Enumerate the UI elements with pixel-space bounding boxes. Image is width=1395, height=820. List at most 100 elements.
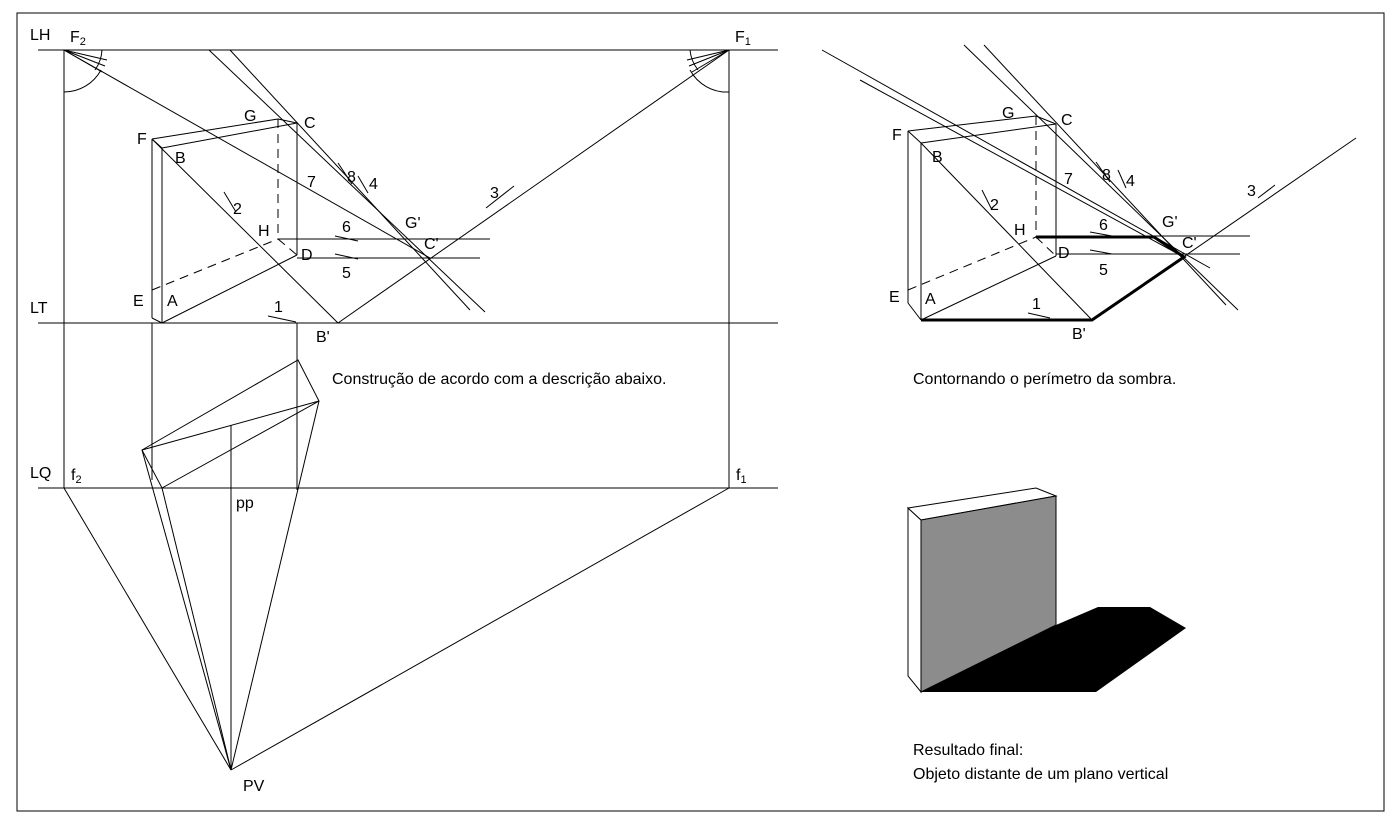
ray-line (821, 49, 1211, 269)
tick-mark (334, 235, 359, 242)
tick-mark (1095, 161, 1111, 183)
ray-number-3: 3 (1247, 183, 1256, 200)
ray-number-4: 4 (369, 176, 378, 193)
horizon-line-label: LH (30, 27, 50, 44)
vertex-c: C (1061, 112, 1073, 129)
hidden-edge-hd (1035, 236, 1057, 257)
edge-fg (907, 115, 1037, 132)
hidden-edge-hd (277, 238, 298, 256)
ground-point-f1: f1 (736, 467, 747, 486)
vertex-a: A (167, 293, 178, 310)
vertex-b: B (175, 150, 186, 167)
vanishing-point-f2: F2 (70, 29, 86, 48)
ray-number-4: 4 (1126, 173, 1135, 190)
vertex-e: E (889, 289, 900, 306)
ray-line (337, 49, 730, 324)
shadow-point-b-prime: B' (1072, 326, 1086, 343)
box-side-face (907, 506, 922, 694)
ray-number-6: 6 (342, 219, 351, 236)
ray-number-2: 2 (233, 201, 242, 218)
tick-mark (485, 185, 515, 209)
tick-mark (1117, 169, 1127, 189)
f2-hatch (63, 49, 106, 67)
vertex-f: F (137, 131, 147, 148)
ray-line (151, 138, 339, 324)
vertex-a: A (925, 291, 936, 308)
right-caption: Contornando o perímetro da sombra. (913, 371, 1176, 388)
ground-point-f2: f2 (71, 467, 82, 486)
shadow-point-b-prime: B' (316, 329, 330, 346)
visual-ray (161, 487, 232, 771)
f1-angle-arc-small (689, 49, 699, 71)
tick-mark (1089, 231, 1113, 237)
shadow-point-g-prime: G' (1162, 214, 1178, 231)
f2-angle-arc-small (94, 49, 103, 71)
ray-number-6: 6 (1099, 217, 1108, 234)
edge-ad (920, 255, 1057, 321)
edge-ad (161, 254, 298, 324)
result-caption-line2: Objeto distante de um plano vertical (913, 766, 1168, 783)
visual-ray (230, 400, 320, 771)
tick-mark (267, 315, 297, 323)
edge-ea (907, 302, 922, 321)
shadow-perimeter (921, 235, 1187, 322)
ray-number-1: 1 (274, 299, 283, 316)
box-front-face (920, 495, 1057, 693)
ray-line (63, 49, 431, 259)
ray-line (859, 79, 1181, 256)
vertex-c: C (304, 115, 316, 132)
ray-number-8: 8 (1102, 167, 1111, 184)
f2-angle-arc (63, 69, 102, 93)
edge-bc (161, 122, 298, 149)
tick-mark (357, 175, 369, 194)
edge-fg (151, 118, 279, 140)
tick-mark (981, 189, 993, 211)
f1-hatch (691, 49, 730, 73)
ground-line-label: LT (30, 300, 48, 317)
vertex-d: D (301, 247, 313, 264)
ray-number-1: 1 (1032, 296, 1041, 313)
ray-number-8: 8 (347, 169, 356, 186)
tick-mark (337, 162, 353, 185)
ray-line (208, 49, 486, 313)
result-caption-line1: Resultado final: (913, 742, 1023, 759)
hidden-edge-eh (151, 238, 279, 291)
ray-line (963, 44, 1239, 311)
visual-ray (141, 449, 232, 771)
picture-plane-line-label: LQ (30, 465, 51, 482)
figure-frame (16, 12, 1385, 812)
f1-angle-arc (689, 69, 730, 93)
vertex-b: B (932, 149, 943, 166)
ray-number-5: 5 (342, 265, 351, 282)
shadow-point-c-prime: C' (424, 236, 439, 253)
edge-gc (277, 118, 298, 124)
tick-mark (1027, 312, 1051, 319)
vertex-e: E (133, 293, 144, 310)
shadow-point-c-prime: C' (1182, 235, 1197, 252)
f1-hatch (688, 49, 730, 67)
point-pp: pp (236, 495, 254, 512)
vertex-d: D (1058, 245, 1070, 262)
point-pv: PV (243, 778, 265, 795)
visual-ray (63, 487, 232, 771)
f1-hatch (686, 49, 730, 61)
ray-line (229, 49, 471, 311)
tick-mark (334, 253, 359, 260)
edge-ea (151, 317, 163, 324)
ray-number-7: 7 (307, 174, 316, 191)
ray-line (920, 142, 1093, 321)
vertex-g: G (244, 108, 256, 125)
tick-mark (1257, 184, 1276, 199)
vanishing-point-f1: F1 (735, 29, 751, 48)
visual-ray (230, 487, 730, 771)
ray-number-2: 2 (990, 197, 999, 214)
tick-mark (223, 191, 237, 213)
f2-hatch (63, 49, 108, 61)
vertex-g: G (1002, 105, 1014, 122)
cast-shadow (921, 607, 1186, 692)
left-caption: Construção de acordo com a descrição aba… (332, 371, 666, 388)
hidden-edge-eh (907, 236, 1037, 291)
right-construction: A B C D E F G H B' C' G' 1 2 3 4 5 6 7 8… (821, 44, 1357, 388)
